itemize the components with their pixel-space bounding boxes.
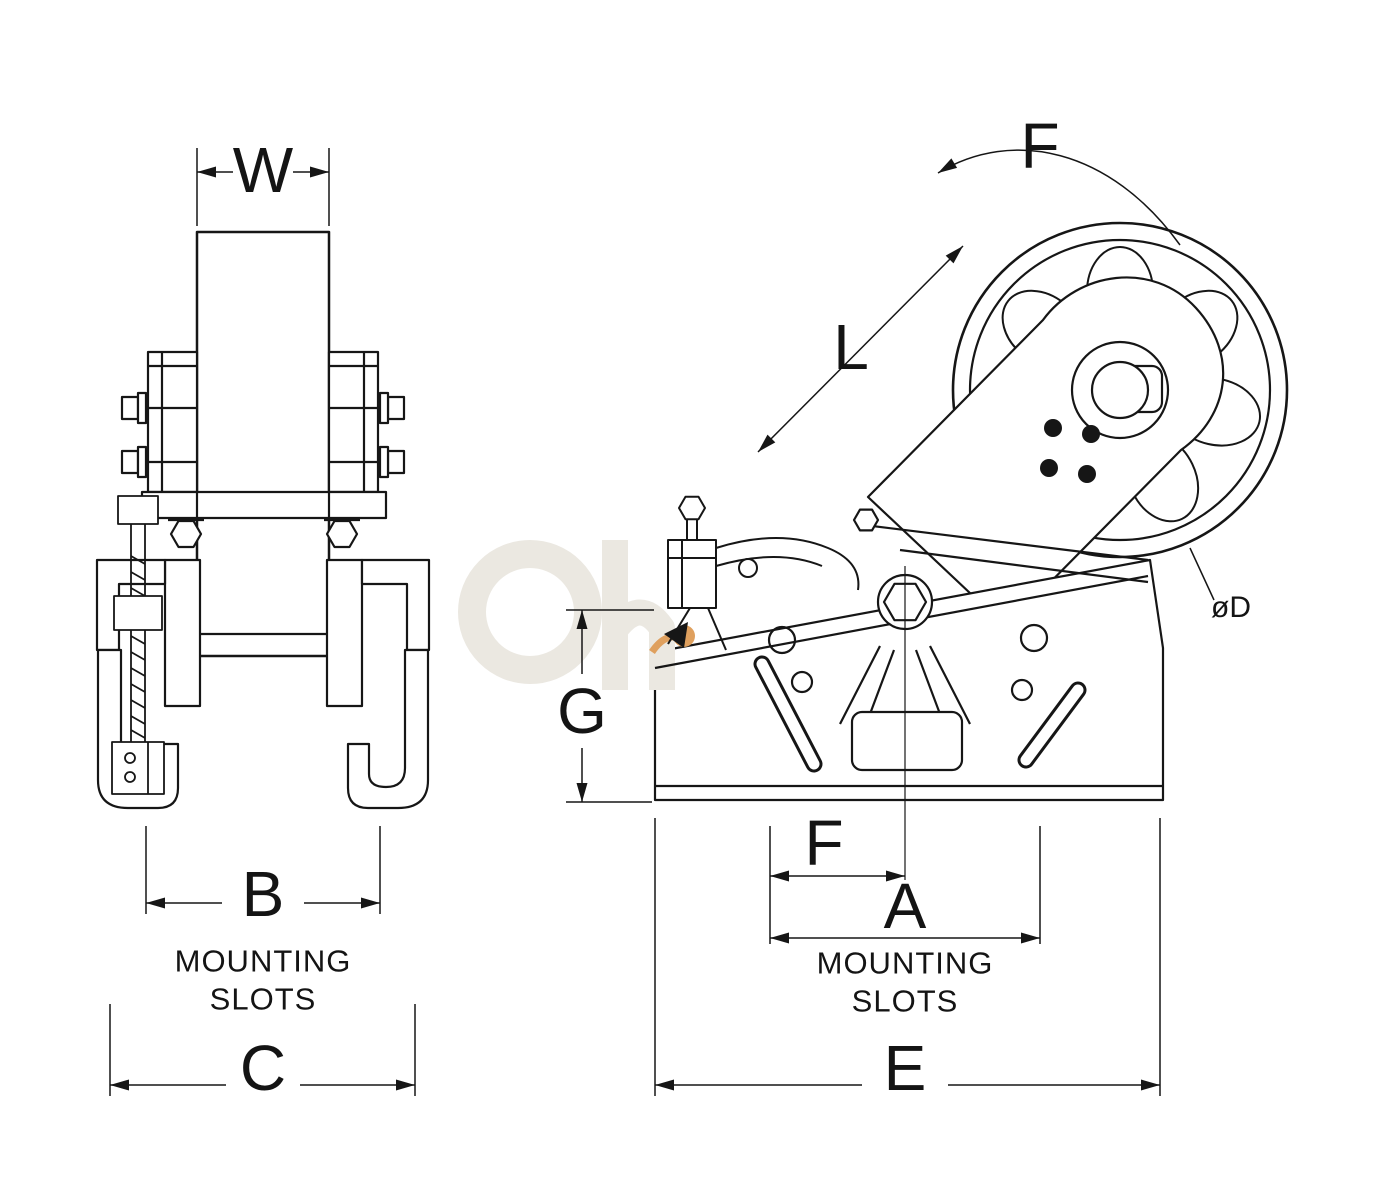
dim-label-c: C <box>239 1032 287 1104</box>
front-mounting-slots-line1: MOUNTING <box>174 943 352 979</box>
dim-label-e: E <box>883 1032 927 1104</box>
pivot-bolt-hex <box>852 508 880 532</box>
side-view <box>458 149 1289 1096</box>
front-dimensions <box>109 148 416 1096</box>
front-lock-screw <box>111 495 165 795</box>
front-swivel-fork <box>120 350 406 708</box>
side-fork <box>866 276 1225 629</box>
dim-label-f-offset: F <box>804 807 844 879</box>
side-base-plate-features <box>654 566 1163 880</box>
dim-label-wheel-diameter: øD <box>1211 591 1251 624</box>
side-brake-bracket <box>664 495 860 651</box>
front-mounting-slots-line2: SLOTS <box>209 981 317 1017</box>
side-dimensions <box>566 149 1215 1096</box>
side-mounting-slots-line1: MOUNTING <box>816 945 994 981</box>
front-view <box>95 148 431 1096</box>
watermark <box>458 540 695 690</box>
dim-label-a: A <box>883 870 927 942</box>
side-mounting-slots-line2: SLOTS <box>851 983 959 1019</box>
dim-label-g: G <box>557 675 607 747</box>
front-wheel <box>195 230 331 658</box>
dim-label-b: B <box>241 858 285 930</box>
dim-label-l: L <box>833 311 869 383</box>
brake-bolt-hex <box>678 495 706 521</box>
dim-label-f-swivel: F <box>1020 110 1060 182</box>
side-swivel-housing <box>852 508 1149 584</box>
dim-label-w: W <box>232 134 294 206</box>
